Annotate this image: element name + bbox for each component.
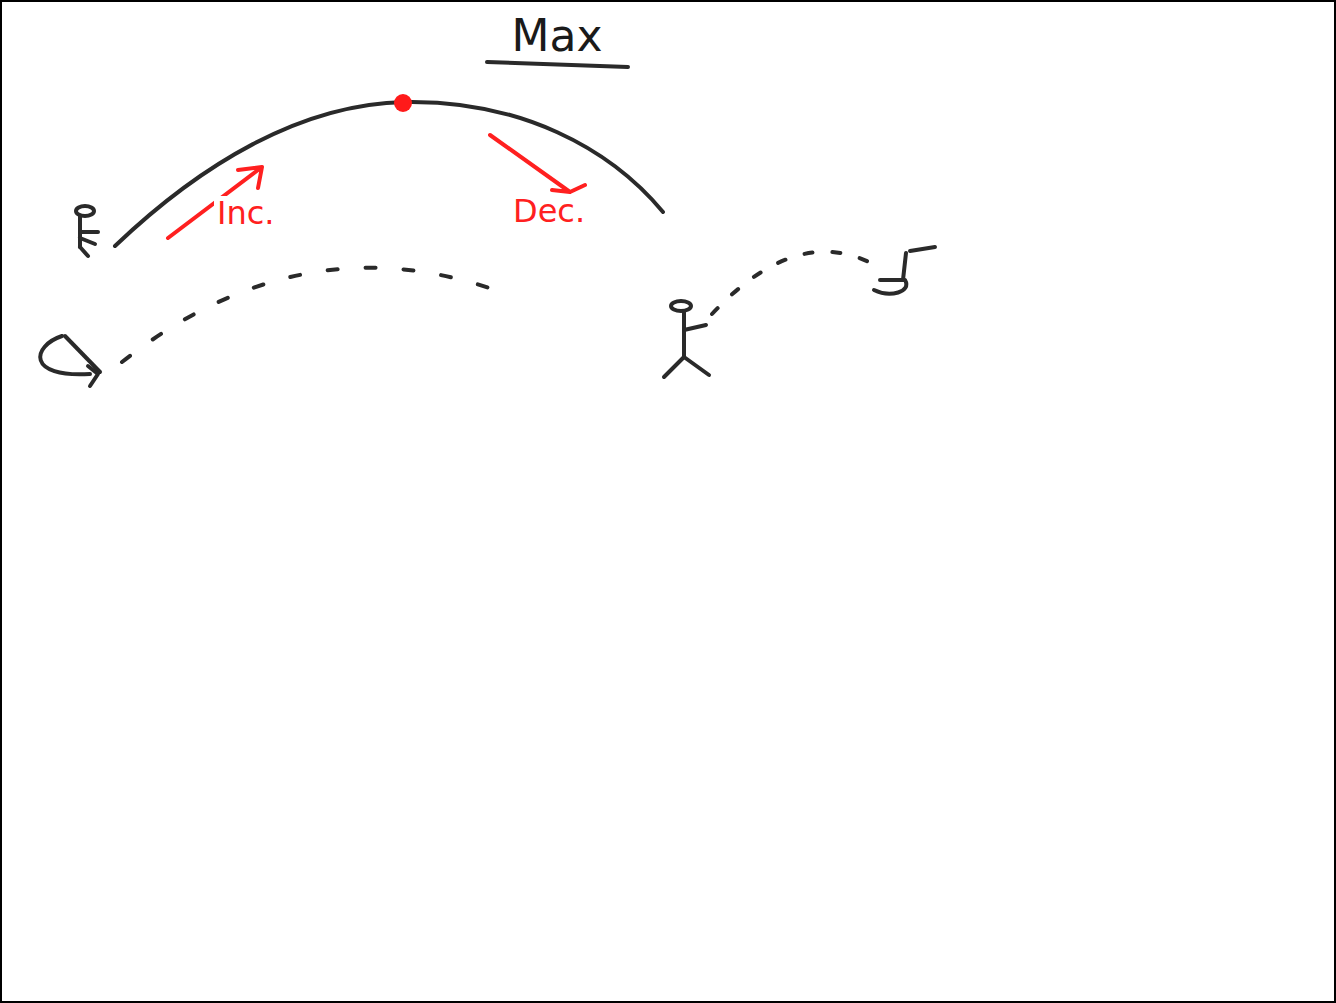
thrower: [40, 336, 100, 386]
dotted-path: [712, 252, 880, 314]
red-label: Dec.: [510, 194, 588, 229]
stick-figure: [76, 206, 98, 256]
decrease-arrow: [490, 135, 585, 192]
title: Max: [512, 12, 603, 60]
dotted-path: [122, 268, 495, 362]
catcher: [874, 247, 935, 294]
red-label: Inc.: [214, 196, 277, 231]
title-underline: [487, 62, 628, 67]
stick-figure: [664, 301, 709, 377]
max-point: [394, 94, 412, 112]
max-curve: [115, 102, 663, 246]
